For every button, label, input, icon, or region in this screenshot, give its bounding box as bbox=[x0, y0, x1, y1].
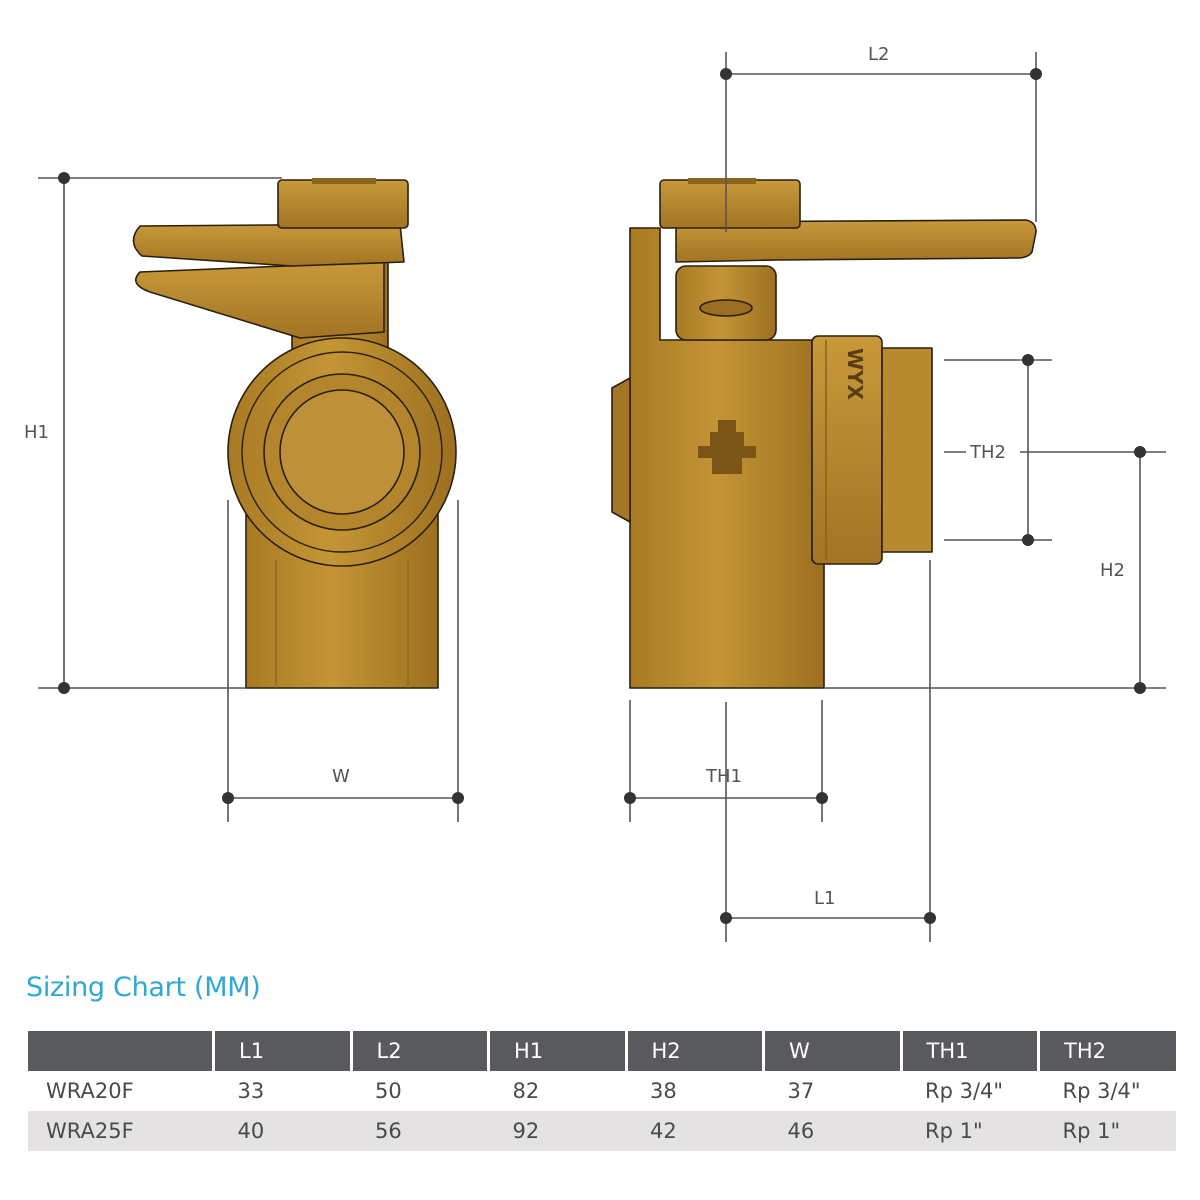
table-header-cell: H2 bbox=[624, 1031, 764, 1071]
table-cell: 38 bbox=[650, 1079, 677, 1103]
table-header-cell: L1 bbox=[212, 1031, 351, 1071]
table-cell: 92 bbox=[488, 1111, 626, 1151]
dim-label-l2: L2 bbox=[868, 44, 889, 65]
dim-label-h1: H1 bbox=[24, 422, 49, 443]
dim-label-h2: H2 bbox=[1100, 560, 1125, 581]
valve-dimension-diagram: H1 W L2 TH2 H2 TH1 L1 WYX bbox=[24, 44, 1166, 942]
side-dimensions bbox=[629, 52, 1166, 942]
sizing-chart-title: Sizing Chart (MM) bbox=[26, 972, 261, 1003]
table-cell: 46 bbox=[763, 1111, 901, 1151]
dim-label-th1: TH1 bbox=[705, 766, 742, 787]
table-cell: 37 bbox=[787, 1079, 815, 1103]
sizing-chart-table: L1 L2 H1 H2 W TH1 TH2 WRA20F 33 50 82 38… bbox=[28, 1031, 1176, 1151]
table-cell: 50 bbox=[375, 1079, 402, 1103]
table-header-row: L1 L2 H1 H2 W TH1 TH2 bbox=[28, 1031, 1176, 1071]
table-cell: 40 bbox=[213, 1111, 351, 1151]
table-cell: WRA20F bbox=[46, 1079, 134, 1103]
side-view bbox=[611, 52, 1166, 942]
side-handle bbox=[675, 219, 1037, 263]
dim-label-l1: L1 bbox=[814, 888, 835, 909]
table-cell: 82 bbox=[512, 1079, 540, 1103]
table-header-cell: W bbox=[762, 1031, 901, 1071]
table-row: WRA20F 33 50 82 38 37 Rp 3/4" Rp 3/4" bbox=[28, 1071, 1176, 1111]
table-header-cell: TH2 bbox=[1037, 1031, 1176, 1071]
front-lower-handle bbox=[134, 261, 385, 339]
body-marking: WYX bbox=[843, 348, 867, 401]
table-cell: Rp 3/4" bbox=[1062, 1079, 1141, 1103]
table-cell: Rp 3/4" bbox=[925, 1079, 1004, 1103]
dim-label-w: W bbox=[332, 766, 350, 787]
table-cell: 56 bbox=[351, 1111, 489, 1151]
table-header-cell: TH1 bbox=[899, 1031, 1039, 1071]
dim-label-th2: TH2 bbox=[969, 442, 1006, 463]
front-handle-cap bbox=[277, 179, 409, 229]
valve-logo-icon bbox=[698, 420, 756, 474]
table-cell: WRA25F bbox=[28, 1111, 214, 1151]
front-dimensions bbox=[38, 177, 459, 822]
table-header-cell: H1 bbox=[487, 1031, 626, 1071]
front-view bbox=[38, 172, 464, 822]
table-header-cell bbox=[28, 1031, 214, 1071]
side-handle-cap bbox=[659, 179, 801, 229]
side-outlet-thread bbox=[881, 347, 933, 553]
table-cell: 33 bbox=[237, 1079, 265, 1103]
table-row: WRA25F 40 56 92 42 46 Rp 1" Rp 1" bbox=[28, 1111, 1176, 1151]
front-upper-handle bbox=[132, 223, 405, 267]
table-cell: 42 bbox=[626, 1111, 764, 1151]
table-header-cell: L2 bbox=[349, 1031, 489, 1071]
table-cell: Rp 1" bbox=[1038, 1111, 1176, 1151]
table-cell: Rp 1" bbox=[901, 1111, 1039, 1151]
